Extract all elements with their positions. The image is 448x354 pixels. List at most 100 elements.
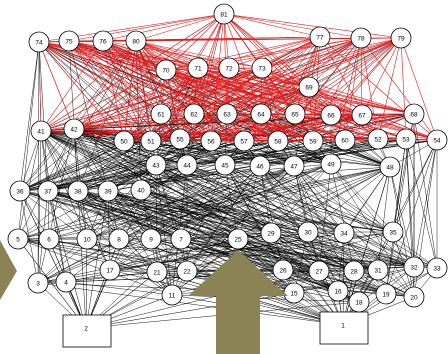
black-edge: [85, 238, 120, 329]
black-edge: [47, 113, 262, 192]
node-circle: [216, 103, 238, 125]
black-edge: [38, 41, 49, 192]
node-circle: [140, 228, 162, 250]
black-edge: [38, 41, 212, 142]
black-edge: [37, 282, 344, 326]
red-edge: [360, 37, 363, 116]
node-circle: [350, 27, 372, 49]
node-60: 60: [334, 129, 356, 151]
node-1: 1: [319, 311, 369, 345]
black-edge: [180, 232, 272, 240]
node-circle: [176, 260, 198, 282]
node-34: 34: [333, 222, 355, 244]
node-53: 53: [395, 128, 417, 150]
red-edge: [40, 36, 321, 132]
black-edge: [37, 165, 295, 284]
node-circle: [161, 284, 183, 306]
node-41: 41: [30, 120, 52, 142]
red-edge: [68, 40, 279, 142]
red-edge: [193, 13, 225, 115]
red-edge: [330, 37, 402, 116]
black-edge: [86, 166, 391, 240]
node-label: 33: [433, 265, 441, 272]
node-42: 42: [63, 118, 85, 140]
node-label: 28: [350, 268, 358, 275]
black-edge: [85, 238, 88, 329]
black-edge: [385, 139, 438, 295]
node-label: 27: [315, 268, 323, 275]
node-label: 42: [70, 126, 78, 133]
red-edge: [150, 67, 199, 142]
black-edge: [186, 164, 379, 271]
node-circle: [403, 286, 425, 308]
red-edge: [38, 41, 363, 116]
black-edge: [38, 41, 188, 166]
node-circle: [213, 3, 235, 25]
node-label: 15: [290, 290, 298, 297]
black-edge: [77, 190, 415, 268]
black-edge: [48, 164, 157, 240]
node-51: 51: [140, 130, 162, 152]
node-81: 81: [213, 3, 235, 25]
node-label: 51: [147, 138, 155, 145]
node-label: 30: [304, 229, 312, 236]
black-edge: [186, 164, 394, 233]
black-edge: [68, 40, 79, 192]
red-edge: [135, 40, 263, 69]
black-edge: [179, 138, 295, 167]
node-78: 78: [350, 27, 372, 49]
node-label: 31: [374, 267, 382, 274]
black-edge: [259, 138, 379, 167]
node-label: 10: [83, 236, 91, 243]
node-33: 33: [426, 257, 448, 279]
black-edge: [86, 165, 261, 240]
node-circle: [97, 180, 119, 202]
black-edge: [38, 41, 261, 167]
black-edge: [77, 190, 87, 329]
black-edge: [171, 294, 360, 303]
black-edge: [342, 232, 345, 326]
node-2: 2: [62, 314, 112, 348]
red-edge: [38, 41, 314, 142]
black-edge: [19, 130, 42, 192]
black-edge: [156, 231, 394, 273]
node-50: 50: [113, 130, 135, 152]
black-edge: [237, 238, 344, 326]
node-79: 79: [390, 27, 412, 49]
black-edge: [19, 140, 125, 192]
node-label: 45: [221, 162, 229, 169]
node-48: 48: [379, 156, 401, 178]
node-19: 19: [375, 283, 397, 305]
node-9: 9: [140, 228, 162, 250]
node-36: 36: [9, 180, 31, 202]
black-edge: [155, 164, 309, 233]
node-circle: [251, 57, 273, 79]
red-edge: [294, 36, 321, 115]
black-edge: [171, 238, 239, 296]
black-edge: [77, 190, 344, 326]
black-edge: [293, 165, 345, 234]
node-circle: [334, 129, 356, 151]
node-21: 21: [146, 261, 168, 283]
node-circle: [7, 228, 29, 250]
node-label: 61: [157, 111, 165, 118]
node-32: 32: [403, 256, 425, 278]
black-edge: [17, 164, 157, 240]
black-edge: [186, 165, 261, 272]
black-edge: [47, 190, 87, 329]
black-edge: [17, 238, 87, 329]
red-edge: [261, 67, 379, 140]
node-circle: [283, 155, 305, 177]
node-circle: [113, 130, 135, 152]
red-edge: [102, 40, 363, 116]
node-label: 79: [397, 35, 405, 42]
black-edge: [40, 130, 142, 191]
red-edge: [294, 37, 402, 115]
black-edge: [330, 163, 394, 233]
red-edge: [160, 113, 245, 142]
black-edge: [293, 165, 394, 233]
black-edge: [405, 138, 438, 269]
node-4: 4: [55, 271, 77, 293]
